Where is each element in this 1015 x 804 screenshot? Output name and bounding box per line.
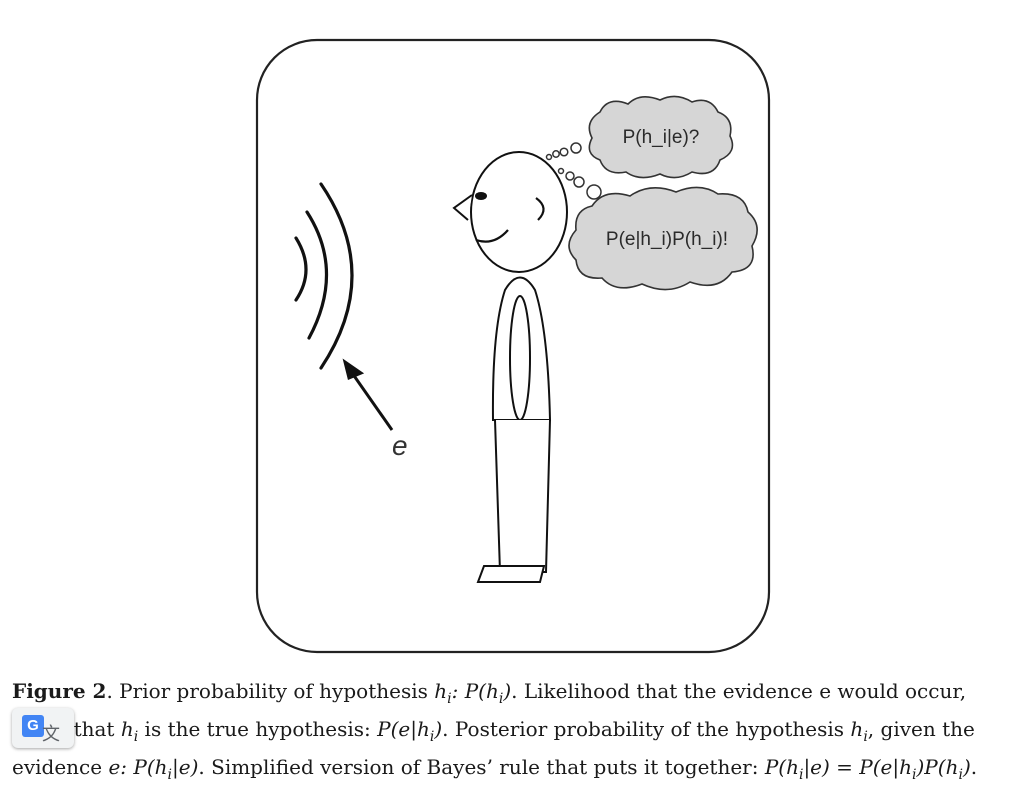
translate-g-letter: G [22,715,44,737]
person-figure [452,151,568,583]
sound-waves [294,182,354,370]
figure-label: Figure 2 [12,679,107,703]
ear [535,197,545,221]
thought-cloud-top [588,95,734,179]
thought-cloud-bottom [568,186,758,291]
google-translate-icon[interactable]: G 文 [12,708,74,748]
figure-caption: Figure 2. Prior probability of hypothesi… [12,679,978,783]
evidence-label: e [392,430,408,461]
thought-dots [545,142,602,200]
bubble-bottom-text: P(e|h_i)P(h_i)! [606,229,728,250]
eye [475,192,487,200]
bubble-top-text: P(h_i|e)? [623,127,700,148]
translate-glyph-icon: 文 [42,724,60,745]
evidence-arrow [342,358,394,431]
mouth [475,229,509,243]
bayes-figure: e P(h_i|e)? P(e|h_i)P(h_i)! [255,38,771,654]
